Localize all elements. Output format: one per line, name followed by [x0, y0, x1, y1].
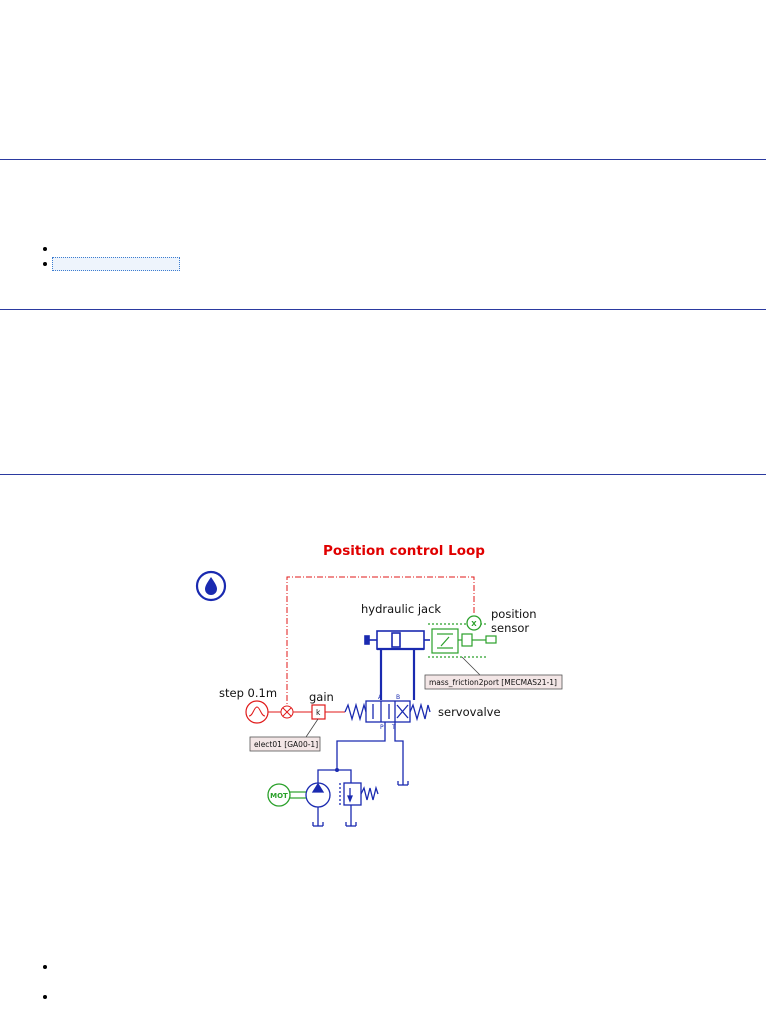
link-placeholder[interactable] — [52, 257, 180, 271]
valve-port-t: T — [391, 724, 396, 731]
hydraulic-jack-label: hydraulic jack — [361, 602, 441, 616]
position-sensor: X — [466, 615, 482, 631]
step-source — [245, 700, 269, 724]
elect-tag-text: elect01 [GA00-1] — [254, 740, 318, 749]
summing-junction — [280, 705, 294, 719]
valve-port-b: B — [396, 694, 400, 701]
list-item — [38, 242, 180, 257]
gain-block: k — [311, 704, 326, 720]
position-sensor-label-2: sensor — [491, 621, 529, 635]
sensor-symbol: X — [471, 620, 477, 628]
list-item — [38, 257, 180, 272]
list-item — [38, 990, 52, 1005]
mass-friction-block — [428, 623, 497, 658]
elect-tag: elect01 [GA00-1] — [249, 736, 321, 752]
motor-label: MOT — [270, 792, 288, 800]
list-item — [38, 960, 52, 990]
servovalve — [344, 700, 431, 723]
section-divider-1 — [0, 159, 766, 160]
step-label: step 0.1m — [219, 686, 277, 700]
diagram-title: Position control Loop — [323, 543, 485, 559]
servovalve-label: servovalve — [438, 705, 501, 719]
valve-port-p: P — [380, 724, 384, 731]
section-divider-2 — [0, 309, 766, 310]
feedback-signal-line — [286, 576, 475, 704]
mass-friction-tag-text: mass_friction2port [MECMAS21-1] — [429, 678, 557, 687]
relief-valve — [339, 782, 379, 827]
motor: MOT — [267, 783, 306, 807]
mass-friction-tag: mass_friction2port [MECMAS21-1] — [424, 674, 563, 690]
link-list — [38, 242, 180, 272]
bottom-list — [38, 960, 52, 1005]
hydraulic-lines — [317, 722, 409, 786]
junction-dot — [335, 768, 339, 772]
valve-port-a: A — [378, 694, 383, 701]
position-control-diagram: Position control Loop hydraulic jack pos… — [195, 543, 563, 827]
position-sensor-label-1: position — [491, 607, 537, 621]
water-drop-icon — [195, 570, 227, 602]
section-divider-3 — [0, 474, 766, 475]
pump — [305, 782, 331, 827]
gain-label: gain — [309, 690, 334, 704]
gain-symbol: k — [316, 708, 321, 717]
hydraulic-jack — [364, 630, 430, 700]
